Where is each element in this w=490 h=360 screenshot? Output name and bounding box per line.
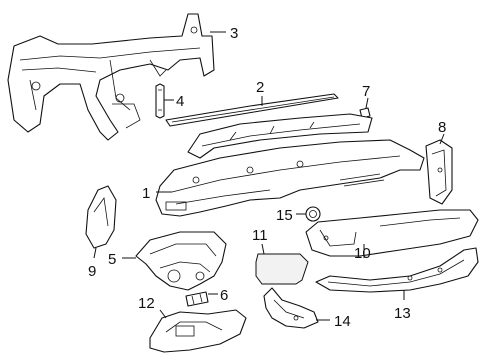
callout-labels: 1 2 3 4 5 6 7 8 9 10 11 12 13 14 15 — [88, 25, 446, 330]
callout-15: 15 — [276, 207, 293, 224]
end-cap-part-8 — [425, 139, 453, 205]
defroster-strip-part-2 — [165, 93, 339, 127]
instrument-panel-part-1 — [155, 139, 425, 217]
leader-12 — [159, 309, 167, 319]
callout-8: 8 — [438, 119, 446, 136]
side-cover-part-9 — [85, 185, 117, 249]
callout-9: 9 — [88, 263, 96, 280]
callout-4: 4 — [176, 93, 184, 110]
leader-7 — [365, 97, 369, 109]
callout-14: 14 — [334, 313, 351, 330]
leader-8 — [439, 133, 445, 145]
knob-part-15 — [305, 206, 321, 222]
callout-12: 12 — [138, 295, 155, 312]
bracket-part-4 — [155, 83, 165, 119]
glovebox-door-part-10 — [305, 209, 479, 257]
knee-panel-part-12 — [149, 309, 247, 353]
clip-part-7 — [359, 107, 371, 119]
upper-panel-pad — [187, 113, 373, 159]
cross-car-beam — [7, 13, 215, 141]
callout-13: 13 — [394, 305, 411, 322]
lower-bracket-part-14 — [263, 287, 319, 329]
callout-2: 2 — [256, 79, 264, 96]
callout-5: 5 — [108, 251, 116, 268]
callout-1: 1 — [142, 185, 150, 202]
leader-lines — [93, 31, 445, 321]
leader-11 — [261, 243, 265, 255]
switch-part-6 — [185, 291, 209, 307]
cluster-hood-part-5 — [135, 231, 227, 291]
callout-10: 10 — [354, 245, 371, 262]
leader-9 — [93, 247, 97, 259]
callout-7: 7 — [362, 83, 370, 100]
lower-molding-part-13 — [315, 247, 479, 293]
trim-panel-part-11 — [255, 253, 309, 285]
callout-11: 11 — [252, 227, 268, 244]
callout-6: 6 — [220, 287, 228, 304]
callout-3: 3 — [230, 25, 238, 42]
